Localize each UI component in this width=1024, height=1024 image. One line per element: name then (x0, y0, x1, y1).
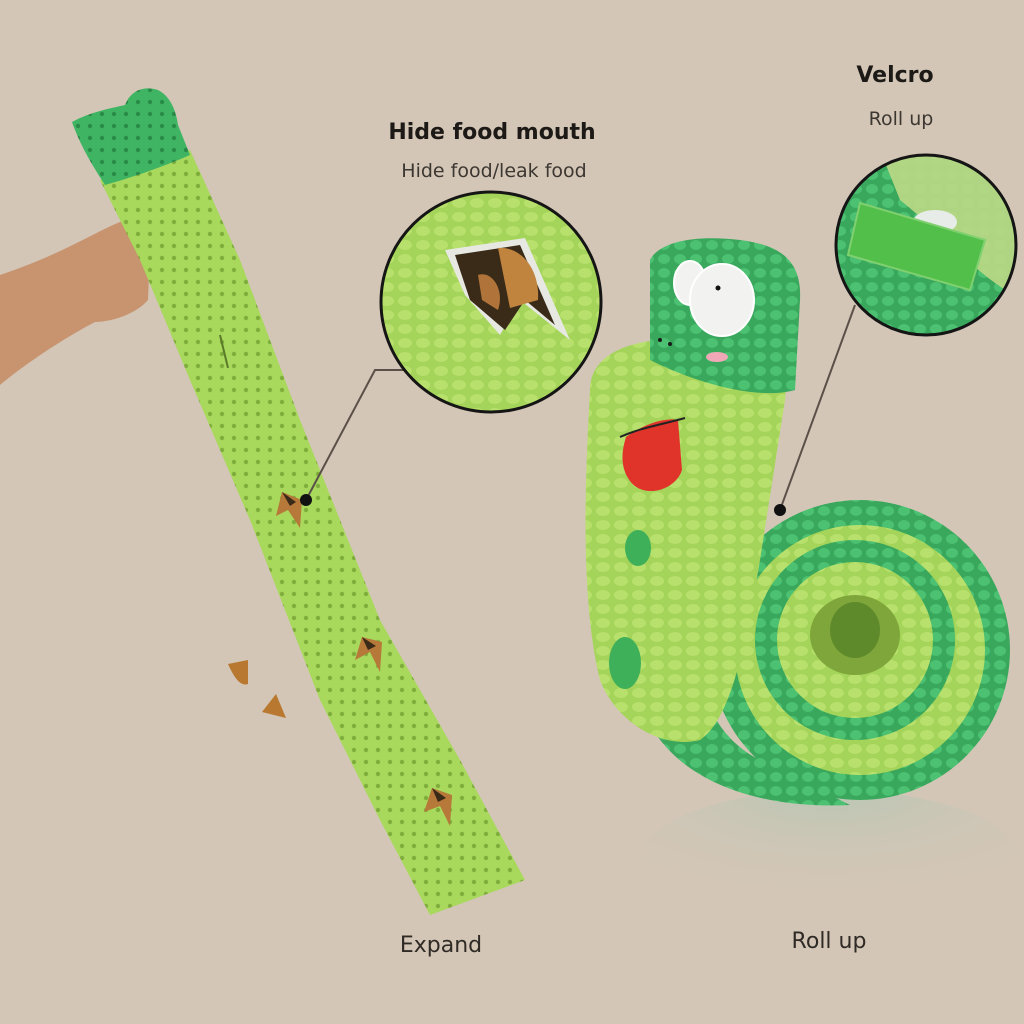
callout-line-mouth (305, 369, 410, 501)
callout-velcro-title: Velcro (856, 63, 934, 88)
body-spot (625, 530, 651, 566)
floor-reflection (640, 790, 1020, 930)
expanded-snake-toy (72, 88, 525, 915)
caption-expand: Expand (399, 933, 483, 958)
tongue (622, 419, 682, 492)
callout-mouth-title: Hide food mouth (388, 120, 596, 145)
caption-roll-up: Roll up (791, 929, 867, 954)
callout-velcro-subtitle: Roll up (868, 108, 934, 130)
food-hole (355, 637, 382, 672)
callout-velcro-zoom (834, 153, 1018, 337)
callout-dot-velcro (774, 504, 786, 516)
eye (689, 263, 755, 337)
food-hole (276, 492, 302, 528)
callout-mouth-zoom (379, 190, 603, 414)
kibble-piece (228, 660, 248, 685)
nose (706, 352, 728, 362)
rolled-snake-toy (585, 238, 1010, 806)
food-hole (424, 788, 452, 826)
body-spot (609, 637, 641, 689)
kibble-piece (262, 694, 286, 718)
callout-mouth-subtitle: Hide food/leak food (401, 160, 587, 182)
callout-dot-mouth (300, 494, 312, 506)
callout-line-velcro (779, 304, 856, 511)
